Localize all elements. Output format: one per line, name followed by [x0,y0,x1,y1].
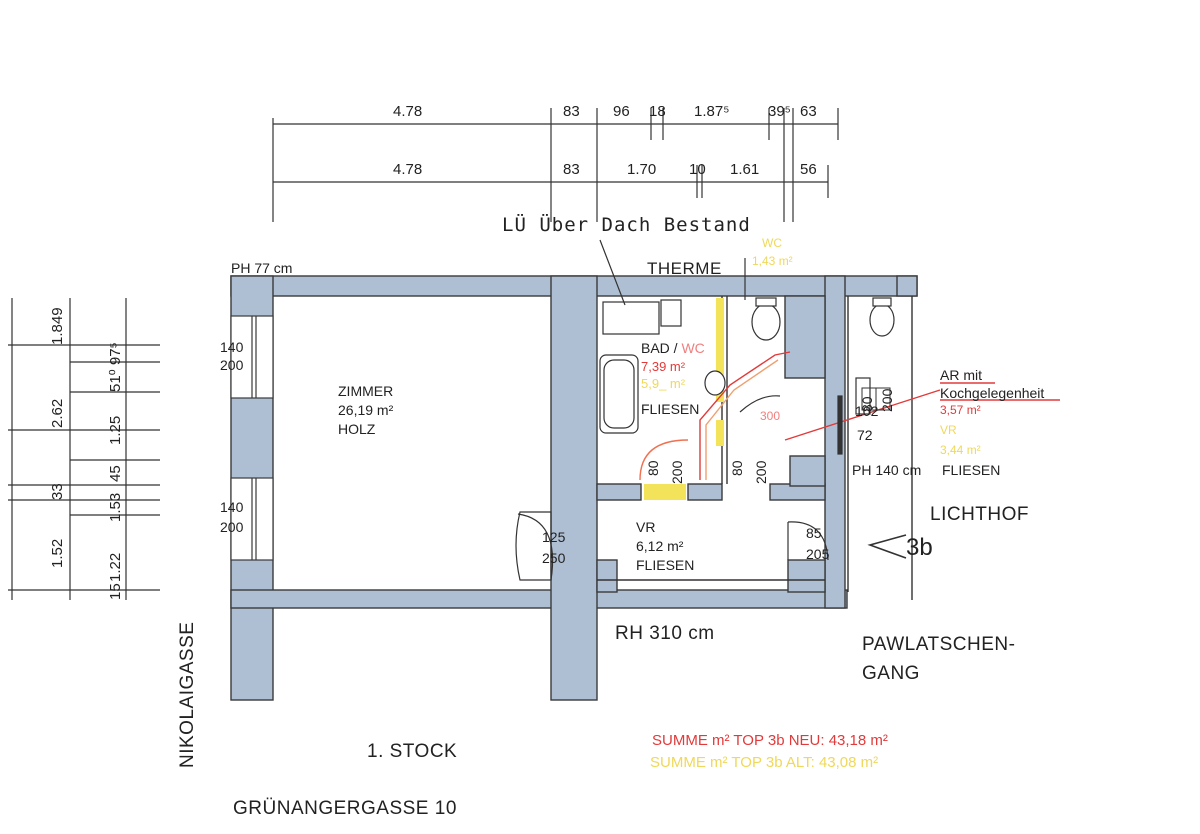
room-bad-name-suffix: WC [681,340,705,356]
room-zimmer-floor: HOLZ [338,421,376,437]
room-bad-area-old: 5,9_ m² [641,376,686,391]
dim-left-outer-a: 1.849 [49,307,66,345]
note-street-left: NIKOLAIGASSE [177,621,198,768]
room-zimmer-area: 26,19 m² [338,402,394,418]
room-ar-old-name: VR [940,423,957,437]
dim-left-inner-d: 1.53 [107,492,124,522]
room-wc-area: 1,43 m² [752,254,793,268]
door-ar-width: 102 [855,403,879,419]
room-vr-area: 6,12 m² [636,538,684,554]
note-lichthof: LICHTHOF [930,504,1029,525]
window1-width: 140 [220,339,244,355]
note-pointers [599,239,746,306]
dim-top-1-c: 96 [613,103,630,120]
room-wc-name: WC [762,236,782,250]
room-bad-floor: FLIESEN [641,401,700,417]
room-bad-area-new: 7,39 m² [641,359,686,374]
room-vr-floor: FLIESEN [636,557,695,573]
dim-left-inner-c: 45 [107,465,124,482]
dim-top-2-e: 1.61 [730,161,760,178]
dim-left-outer-b: 2.62 [49,398,66,428]
dim-top-2-b: 83 [563,161,580,178]
room-bad-name-main: BAD / [641,340,678,356]
window1-height: 200 [220,357,244,373]
note-floor: 1. STOCK [367,741,458,762]
note-lue: LÜ Über Dach Bestand [502,214,751,236]
dim-top-2-c: 1.70 [627,161,657,178]
note-ph-right: PH 140 cm [852,462,922,478]
door-wc-width: 80 [729,460,745,476]
window2-width: 140 [220,499,244,515]
dim-left-inner-e: 1.22 [107,552,124,582]
door-wc-small: 300 [760,409,781,423]
windows [230,315,274,561]
dim-left-outer-c: 33 [49,483,66,500]
dim-top-1-b: 83 [563,103,580,120]
room-bad-name: BAD / WC [641,341,705,355]
room-ar-area: 3,57 m² [940,403,981,417]
new-walls [644,298,724,500]
door-wc-height: 200 [753,460,769,484]
dim-top-1-e: 1.87⁵ [694,103,730,120]
door-entry-height: 250 [542,550,566,566]
room-ar-name-1: AR mit [940,367,982,383]
summary-old: SUMME m² TOP 3b ALT: 43,08 m² [650,754,879,771]
dim-left-inner-b: 1.25 [107,415,124,445]
dim-left-outer-e: 15 [107,583,124,600]
dim-top-1-g: 63 [800,103,817,120]
dim-left-outer-d: 1.52 [49,538,66,568]
dim-top-1-a: 4.78 [393,103,423,120]
door-bad-width: 80 [645,460,661,476]
room-ar-old-area: 3,44 m² [940,443,981,457]
walls [230,275,918,701]
door-top-width: 85 [806,525,822,541]
door-entry-width: 125 [542,529,566,545]
dim-top-2-d: 10 [689,161,706,178]
door-ar-v-height: 200 [879,388,895,412]
summary-new: SUMME m² TOP 3b NEU: 43,18 m² [652,732,888,749]
room-vr-name: VR [636,519,656,535]
left-dimension-lines [8,298,160,600]
note-therme: THERME [647,259,722,278]
ar-steps [861,387,891,411]
red-annotations [639,351,1060,481]
dim-top-2-f: 56 [800,161,817,178]
door-ar-height: 72 [857,427,873,443]
room-ar-name-2: Kochgelegenheit [940,385,1045,401]
dim-top-1-d: 18 [649,103,666,120]
note-rh: RH 310 cm [615,623,715,644]
dim-left-inner-a: 51⁰ 97⁵ [107,342,124,392]
note-pawlatschen-2: GANG [862,663,920,684]
window2-height: 200 [220,519,244,535]
note-ph-left: PH 77 cm [231,260,293,276]
top-dimension-lines [272,108,839,222]
room-zimmer-name: ZIMMER [338,383,394,399]
dim-top-1-f: 39⁵ [768,103,791,120]
note-address: GRÜNANGERGASSE 10 [233,798,457,819]
door-swings [515,395,907,581]
door-bad-height: 200 [669,460,685,484]
dim-top-2-a: 4.78 [393,161,423,178]
fixtures [599,297,895,455]
door-top-height: 205 [806,546,830,562]
note-top-marker: 3b [906,534,933,561]
note-pawlatschen-1: PAWLATSCHEN- [862,634,1016,655]
room-ar-floor: FLIESEN [942,462,1001,478]
